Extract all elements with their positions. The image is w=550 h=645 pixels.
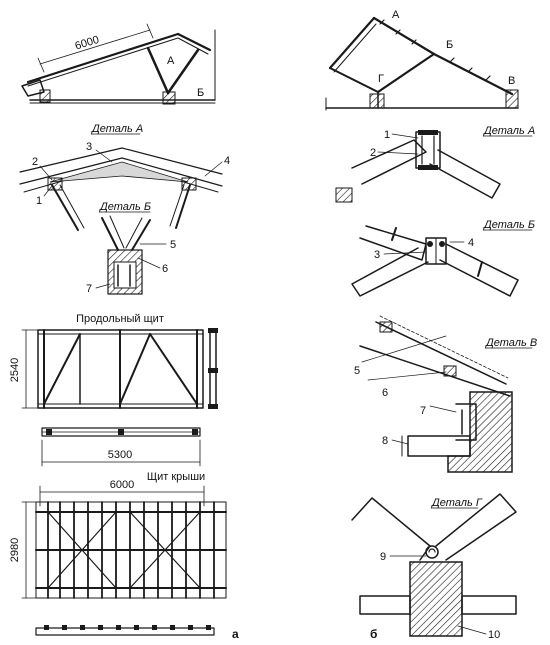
- right-detail-v-callout-7: 7: [420, 405, 426, 417]
- long-panel-length-label: 5300: [108, 449, 132, 461]
- roof-panel-height-label: 2980: [9, 538, 21, 562]
- right-detail-v-callout-6: 6: [382, 387, 388, 399]
- roof-panel-length-label: 6000: [110, 479, 134, 491]
- right-detail-a-callout-1: 1: [384, 129, 390, 141]
- right-detail-b-callout-4: 4: [468, 237, 474, 249]
- right-detail-g-title: Деталь Г: [430, 497, 483, 509]
- frame-node-g-label: Г: [378, 73, 384, 85]
- left-detail-a-callout-2: 2: [32, 156, 38, 168]
- right-detail-v-drawing: [359, 315, 513, 473]
- left-subfigure-label: а: [232, 627, 239, 641]
- left-detail-b-title: Деталь Б: [98, 201, 151, 213]
- right-detail-g-callout-10: 10: [488, 629, 500, 641]
- right-detail-b-callout-3: 3: [374, 249, 380, 261]
- frame-node-v-label: В: [508, 75, 515, 87]
- right-detail-b-title: Деталь Б: [482, 219, 535, 231]
- long-panel-height-label: 2540: [9, 358, 21, 382]
- left-detail-b-drawing: [95, 215, 167, 295]
- frame-elevation: [325, 16, 519, 111]
- left-detail-a-callout-3: 3: [86, 141, 92, 153]
- truss-node-b-label: Б: [197, 87, 204, 99]
- truss-node-a-label: А: [167, 55, 175, 67]
- right-detail-a-title: Деталь А: [482, 125, 535, 137]
- right-detail-v-callout-8: 8: [382, 435, 388, 447]
- frame-node-a-label: А: [392, 9, 400, 21]
- roof-panel-plan: [35, 625, 215, 636]
- left-detail-a-drawing: [19, 147, 223, 231]
- right-detail-v-callout-5: 5: [354, 365, 360, 377]
- right-detail-a-callout-2: 2: [370, 147, 376, 159]
- left-detail-a-callout-1: 1: [36, 195, 42, 207]
- left-detail-b-callout-7: 7: [86, 283, 92, 295]
- left-detail-b-callout-6: 6: [162, 263, 168, 275]
- left-detail-a-title: Деталь А: [90, 123, 143, 135]
- long-panel-title: Продольный щит: [76, 313, 164, 325]
- left-detail-a-callout-4: 4: [224, 155, 230, 167]
- right-subfigure-label: б: [370, 627, 377, 641]
- long-panel-drawing: [21, 328, 218, 409]
- roof-panel-title: Щит крыши: [147, 471, 205, 483]
- truss-elevation: [21, 23, 216, 105]
- right-detail-a-drawing: [335, 130, 501, 203]
- right-detail-g-drawing: [351, 493, 517, 637]
- right-detail-g-callout-9: 9: [380, 551, 386, 563]
- frame-node-b-label: Б: [446, 39, 453, 51]
- right-detail-v-title: Деталь В: [484, 337, 537, 349]
- left-detail-b-callout-5: 5: [170, 239, 176, 251]
- right-detail-b-drawing: [351, 225, 519, 297]
- roof-panel-drawing: [21, 485, 227, 599]
- long-panel-plan: [41, 427, 201, 467]
